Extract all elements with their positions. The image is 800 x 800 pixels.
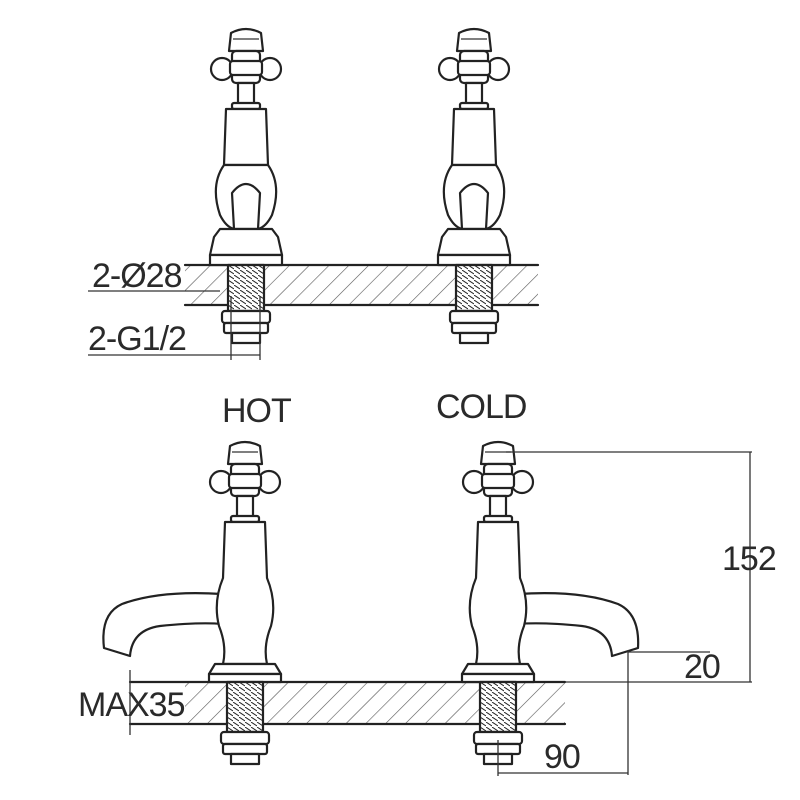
side-view: 152 20 90 MAX35 [78,440,777,776]
thread-label: 2-G1/2 [88,320,186,358]
top-view: 2-Ø28 2-G1/2 [88,27,540,360]
height-label: 152 [722,540,776,578]
hot-spout [102,592,224,658]
cold-label: COLD [436,388,526,426]
spout-reach-label: 90 [544,738,580,776]
pipe-diameter-label: 2-Ø28 [92,257,182,295]
spout-clearance-label: 20 [684,648,720,686]
hot-label: HOT [222,392,291,430]
cold-spout [516,592,640,658]
max-thickness-label: MAX35 [78,686,185,724]
